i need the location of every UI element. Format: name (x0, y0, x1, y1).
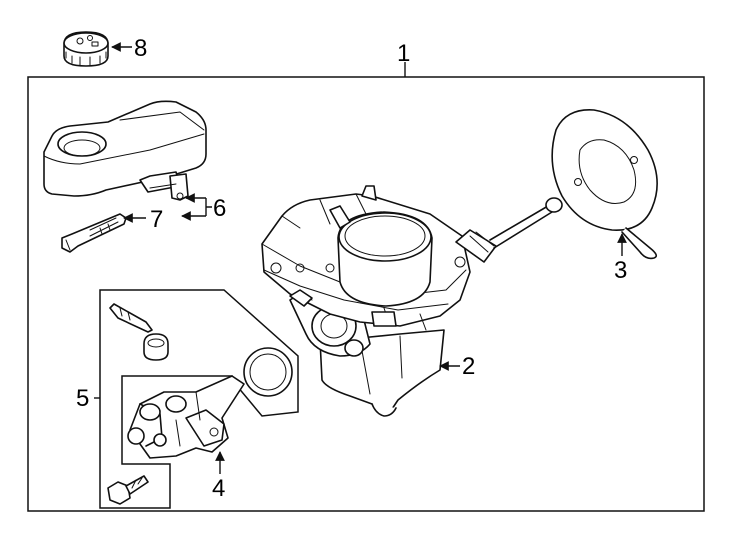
brake-booster-part (261, 185, 563, 417)
callout-7: 7 (150, 206, 163, 233)
callout-4: 4 (212, 475, 225, 502)
assembly-frame (27, 76, 705, 512)
callout-6: 6 (213, 195, 226, 222)
callout-1: 1 (397, 40, 410, 67)
leader-6 (205, 198, 212, 216)
reservoir-part (43, 100, 207, 201)
gasket-part (551, 109, 658, 260)
callout-8: 8 (134, 35, 147, 62)
callout-5: 5 (76, 385, 89, 412)
seal-kit-part (99, 289, 299, 509)
master-cylinder-part (127, 375, 245, 459)
level-sensor-part (61, 213, 127, 253)
callout-3: 3 (614, 257, 627, 284)
reservoir-cap-part (63, 31, 109, 67)
callout-2: 2 (462, 353, 475, 380)
